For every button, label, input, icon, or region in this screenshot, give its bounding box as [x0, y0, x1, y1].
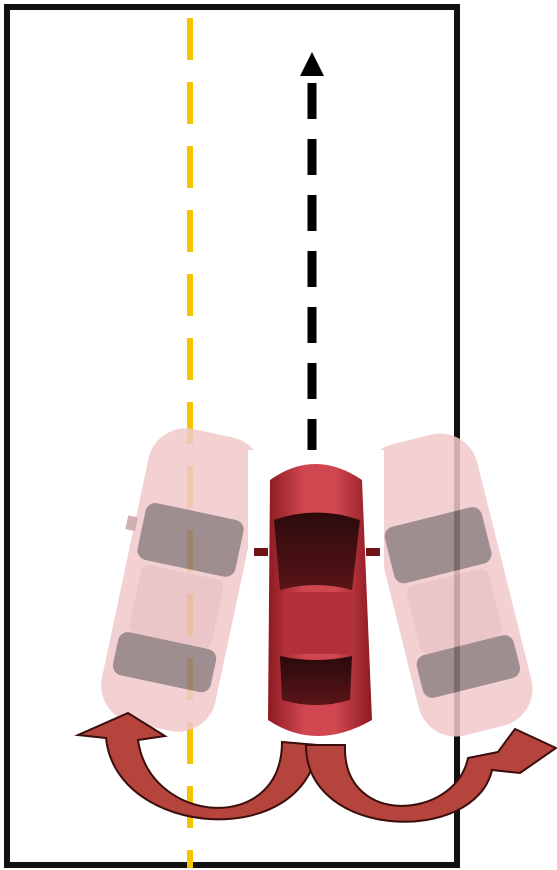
road-outline	[7, 7, 457, 865]
intended-direction-arrow	[300, 52, 324, 455]
car-main	[248, 450, 384, 750]
car-ghost-left	[86, 420, 270, 739]
